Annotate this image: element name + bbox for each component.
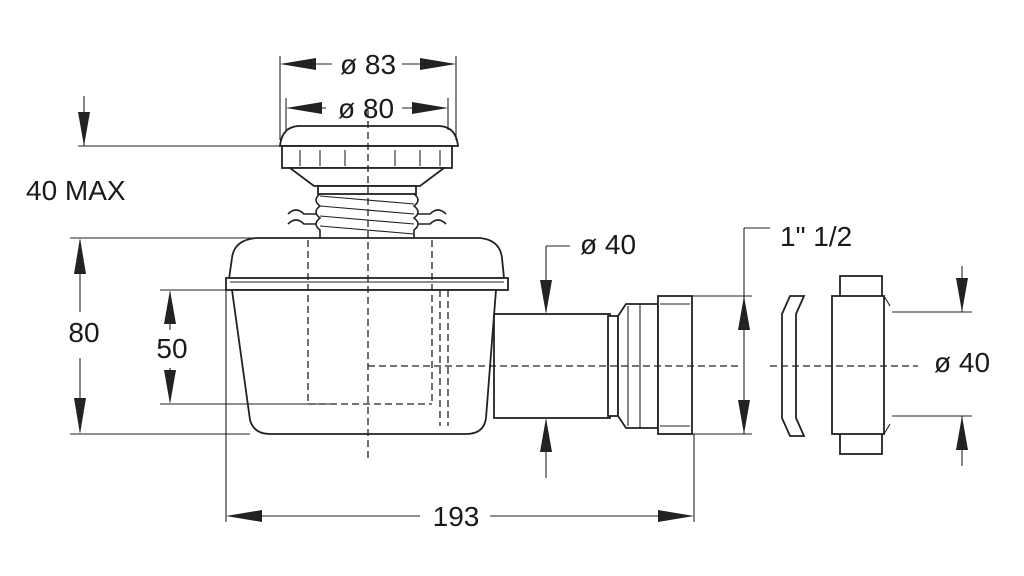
dim-outlet-right: ø 40 — [892, 266, 990, 466]
dim-grate-height: 40 MAX — [26, 96, 282, 206]
dim-body-height: 80 — [68, 237, 262, 435]
dim-cap-outer: ø 83 — [279, 49, 457, 140]
dim-label-water-seal: 50 — [156, 333, 187, 364]
dim-label-body-height: 80 — [68, 317, 99, 348]
hidden-lines — [307, 110, 918, 462]
threaded-stem — [287, 193, 447, 240]
dim-thread: 1" 1/2 — [692, 221, 852, 435]
dim-label-grate-height: 40 MAX — [26, 175, 126, 206]
dim-label-cap-outer: ø 83 — [340, 49, 396, 80]
union-nut — [831, 275, 891, 455]
dim-overall-length: 193 — [225, 290, 695, 532]
strainer-cap — [279, 125, 459, 195]
outlet-pipe — [493, 295, 693, 435]
dim-label-outlet-right: ø 40 — [934, 347, 990, 378]
dim-water-seal: 50 — [156, 289, 336, 405]
dim-label-overall-length: 193 — [433, 501, 480, 532]
dim-label-outlet-top: ø 40 — [580, 229, 636, 260]
dim-cap-inner: ø 80 — [285, 93, 449, 130]
siphon-body — [225, 237, 509, 435]
dim-label-thread: 1" 1/2 — [780, 221, 852, 252]
dim-label-cap-inner: ø 80 — [338, 93, 394, 124]
dim-outlet-top: ø 40 — [540, 229, 636, 478]
